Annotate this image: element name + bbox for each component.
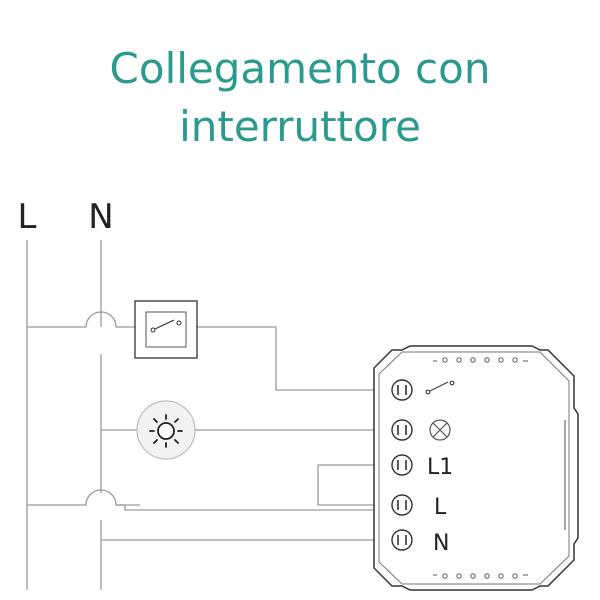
terminal-3 — [391, 454, 413, 476]
terminal-label-l: L — [434, 495, 447, 520]
wall-switch-icon — [134, 300, 198, 359]
terminal-2 — [391, 419, 413, 441]
light-bulb-icon — [136, 400, 196, 460]
relay-module: L1 L N — [373, 345, 579, 591]
switch-output-wire — [197, 326, 390, 391]
terminal-5 — [391, 529, 413, 551]
page-title: Collegamento con interruttore — [0, 40, 600, 156]
terminal-label-n: N — [433, 531, 449, 556]
l-supply-wire-a — [27, 489, 140, 506]
title-line-1: Collegamento con — [109, 44, 491, 93]
l1-jumper-wire — [317, 464, 390, 506]
terminal-4 — [391, 494, 413, 516]
wires — [26, 240, 390, 590]
terminal-1 — [391, 379, 413, 401]
supply-label-neutral: N — [88, 197, 113, 237]
switch-feed-wire — [27, 311, 135, 328]
title-line-2: interruttore — [179, 102, 421, 151]
terminal-label-l1: L1 — [427, 455, 453, 480]
lamp-symbol-icon — [429, 419, 451, 441]
switch-symbol-icon — [425, 380, 455, 395]
l-supply-wire-b — [116, 504, 390, 511]
supply-label-line: L — [18, 197, 37, 237]
